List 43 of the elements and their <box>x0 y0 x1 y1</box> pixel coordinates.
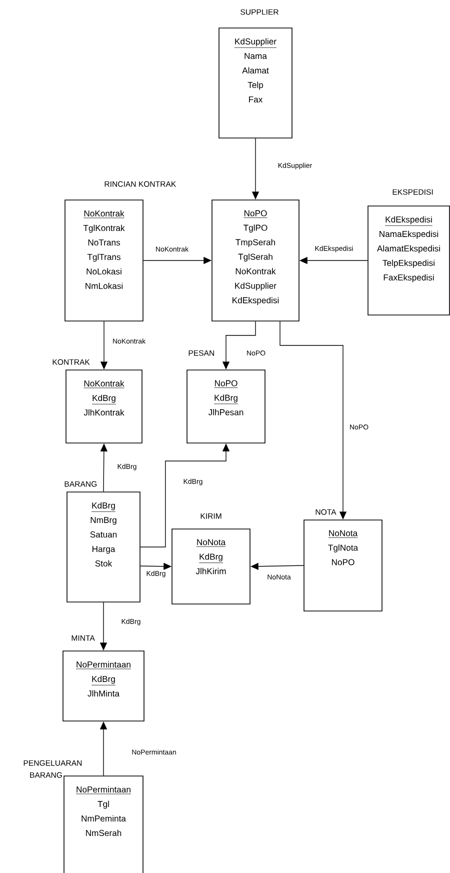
node-label: NoKontrak <box>84 210 124 217</box>
node-label: NmSerah <box>86 830 122 836</box>
attribute-list: NoPO TglPO TmpSerah TglSerah NoKontrak KdSupplier KdEkspedisi <box>232 210 279 305</box>
node-label: TmpSerah <box>236 238 276 247</box>
attribute-list: NoPermintaan Tgl NmPeminta NmSerah <box>76 786 132 836</box>
node-label: Nama <box>244 53 267 60</box>
attribute-list: KdBrg NmBrg Satuan Harga Stok <box>90 502 117 567</box>
node-label: FaxEkspedisi <box>384 274 434 282</box>
node-label: KdEkspedisi <box>232 296 279 305</box>
node-label: NmPeminta <box>82 815 126 822</box>
node-label: AlamatEkspedisi <box>376 245 440 254</box>
attribute-list: NoNota TglNota NoPO <box>328 530 358 566</box>
node-label: NoPermintaan <box>76 786 130 793</box>
node-label: NoKontrak <box>236 268 276 274</box>
node-label: Tgl <box>98 800 109 809</box>
node-label: NoLokasi <box>86 268 122 275</box>
node-label: TelpEkspedisi <box>382 260 434 268</box>
node-label: TglKontrak <box>83 224 125 233</box>
node-label: Satuan <box>90 531 117 538</box>
node-label: KdSupplier <box>235 282 276 290</box>
attribute-list: NoPermintaan KdBrg JlhMinta <box>76 661 132 697</box>
node-label: Harga <box>92 546 116 554</box>
attribute-list: NoKontrak KdBrg JlhKontrak <box>83 380 125 416</box>
node-label: TglTrans <box>87 254 120 262</box>
node-label: Fax <box>249 96 263 103</box>
node-label: TglPO <box>244 224 268 232</box>
node-label: NoTrans <box>88 240 120 246</box>
attribute-list: NoPO KdBrg JlhPesan <box>208 380 244 416</box>
attribute-list: NoNota KdBrg JlhKirim <box>196 539 226 574</box>
node-label: NamaEkspedisi <box>380 230 438 239</box>
node-label: Alamat <box>242 67 269 74</box>
node-label: Stok <box>95 560 112 567</box>
node-label: NoPO <box>244 210 267 216</box>
node-label: KdBrg <box>92 502 115 510</box>
attribute-list: KdSupplier Nama Alamat Telp Fax <box>234 38 277 103</box>
node-label: NmBrg <box>90 517 116 525</box>
node-label: TglSerah <box>238 253 272 262</box>
attribute-list: NoKontrak TglKontrak NoTrans TglTrans NoLokasi NmLokasi <box>83 210 125 290</box>
node-label: Telp <box>248 82 264 90</box>
attribute-list: KdEkspedisi NamaEkspedisi AlamatEkspedisi TelpEkspedisi FaxEkspedisi <box>376 216 440 282</box>
node-label: NmLokasi <box>86 282 123 290</box>
node-label: KdSupplier <box>235 38 276 46</box>
node-label: KdEkspedisi <box>386 216 432 224</box>
